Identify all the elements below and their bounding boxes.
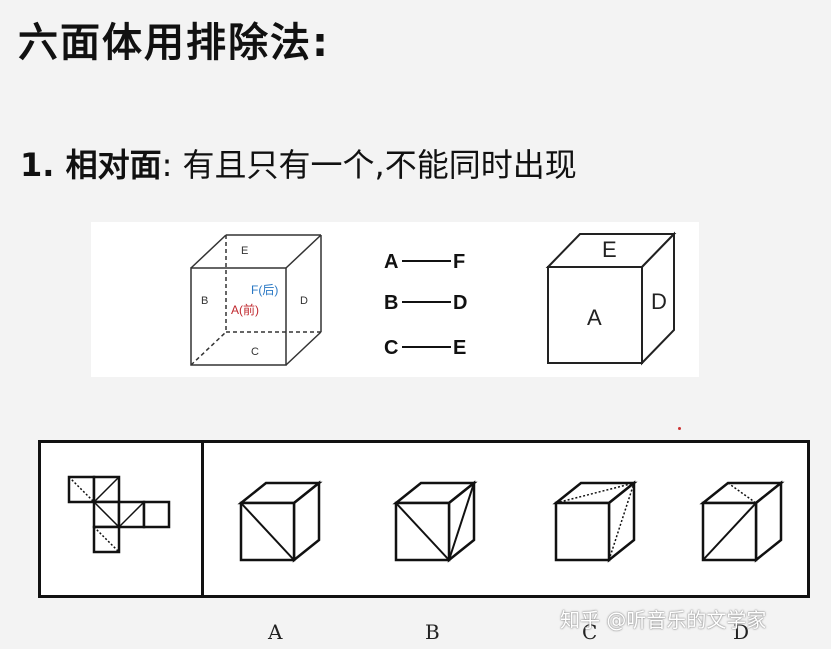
label-d: D [300,295,308,307]
cube-diagonal [702,502,757,561]
pair-2-a: B [384,292,398,314]
pair-3-a: C [384,337,398,359]
cube-dotted-diagonal [555,482,635,504]
label-a-front: A(前) [231,302,259,317]
option-a-cube [237,480,323,563]
cube-net [67,475,171,554]
solid-label-a: A [587,305,602,330]
option-label-c: C [582,620,598,644]
net-square [142,500,171,529]
cube-diagonal [240,502,295,561]
rule-heading: 1. 相对面: 有且只有一个,不能同时出现 [20,140,577,186]
pair-2-b: D [453,292,467,314]
cube-edge [285,234,322,269]
pair-3-b: E [453,337,466,359]
label-e: E [241,245,248,257]
net-diagonal [93,501,120,528]
opposite-pairs: A F B D C E [384,251,467,359]
solid-label-d: D [651,289,667,314]
cube-front-face [190,267,287,366]
cube-diagonal [395,502,450,561]
illustration-panel: E B F(后) A(前) D C A F B D C E E A [91,222,699,377]
wireframe-cube [190,234,322,366]
solid-label-e: E [602,237,617,262]
cube-edge [285,331,322,366]
question-svg [67,475,785,563]
illustration-svg: E B F(后) A(前) D C A F B D C E E A [190,231,677,366]
stray-dot [678,427,681,430]
cube-front [554,501,611,562]
rule-text: 有且只有一个,不能同时出现 [182,146,577,184]
label-f-back: F(后) [251,283,278,297]
option-label-b: B [425,620,440,644]
option-b-cube [392,480,478,563]
net-diagonal [118,501,145,528]
option-label-d: D [733,620,750,644]
net-markings [68,476,145,553]
watermark: 知乎 @听音乐的文学家 [560,608,767,632]
option-d-cube [699,480,785,563]
label-c: C [251,346,259,358]
cube-side-diagonal [448,482,475,561]
net-dotted-diagonal [93,526,120,553]
wireframe-labels: E B F(后) A(前) D C [201,245,308,358]
pair-1-a: A [384,251,398,273]
question-panel [38,440,810,598]
net-diagonal [93,476,120,503]
solid-cube-front [547,266,643,364]
option-label-a: A [268,620,283,644]
cube-dotted-diagonal [608,482,635,561]
pair-1-b: F [453,251,465,273]
label-b: B [201,295,208,307]
rule-separator: : [161,146,183,184]
cube-dotted-diagonal [727,482,757,504]
net-dotted-diagonal [68,476,95,503]
solid-cube-labels: E A D [587,237,667,330]
rule-lead: 1. 相对面 [20,146,162,184]
cube-edge [190,234,227,269]
solid-cube [545,231,677,366]
cube-hidden-edge [190,331,227,366]
page-title: 六面体用排除法: [18,20,330,66]
question-divider [201,443,204,595]
option-c-cube [552,480,638,563]
